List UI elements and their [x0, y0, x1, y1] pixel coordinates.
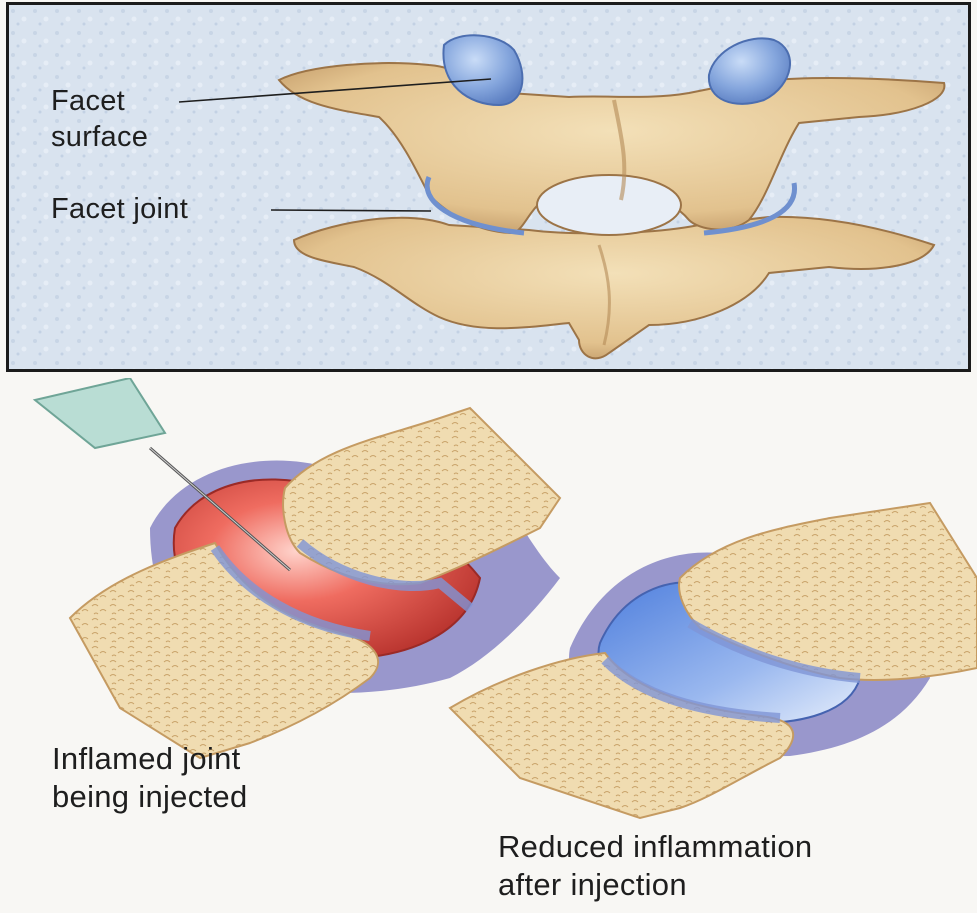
joint-drawing: [0, 378, 977, 913]
facet-joint-label: Facet joint: [51, 191, 188, 227]
facet-surface-label: Facet surface: [51, 83, 148, 155]
joint-injection-panel: Inflamed joint being injected Reduced in…: [0, 378, 977, 913]
vertebrae-drawing: [9, 5, 971, 372]
inflamed-joint-label: Inflamed joint being injected: [52, 740, 248, 816]
vertebrae-illustration-panel: Facet surface Facet joint: [6, 2, 971, 372]
facet-joint-leader: [271, 210, 431, 211]
reduced-inflammation-label: Reduced inflammation after injection: [498, 828, 812, 904]
spinal-canal: [537, 175, 681, 235]
